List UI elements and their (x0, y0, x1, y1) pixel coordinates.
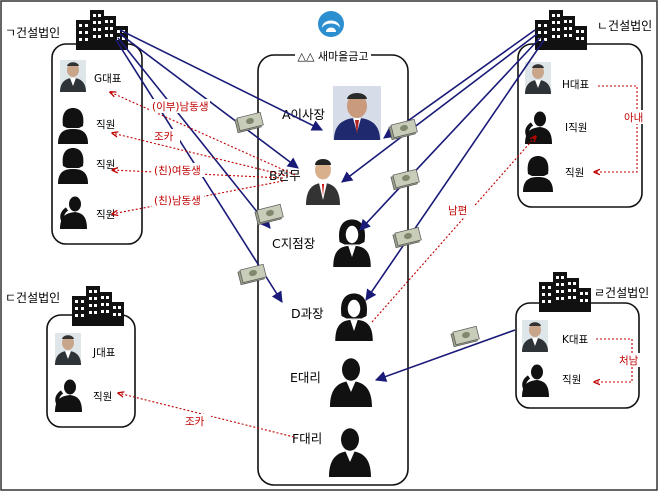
h-ceo-photo-icon (525, 62, 551, 94)
corp-g-name: ㄱ건설법인 (5, 26, 60, 40)
arrow-g-to-a (119, 29, 324, 131)
corp-j-name: ㄷ건설법인 (5, 291, 60, 305)
j-member-0: J대표 (92, 347, 116, 359)
line-h-to-wife (594, 85, 638, 172)
h-member-1: I직원 (565, 122, 587, 134)
k-ceo-photo-icon (522, 320, 548, 352)
relation-wife: 아내 (624, 112, 643, 124)
corp-h-name: ㄴ건설법인 (597, 19, 652, 33)
a-executive-photo-icon (333, 86, 381, 140)
arrow-k-to-e (374, 329, 516, 382)
j-ceo-photo-icon (55, 333, 81, 365)
line-b-to-g-ceo (110, 92, 296, 176)
cash-bundle-icon (392, 226, 422, 249)
relation-g1: (이부)남동생 (152, 101, 209, 113)
cash-bundle-icon (254, 203, 284, 226)
corp-j-box (46, 286, 136, 428)
cash-bundle-icon (234, 111, 264, 134)
relation-brother-in-law: 처남 (619, 355, 639, 367)
person-b-label: B전무 (269, 168, 301, 183)
money-flow-arrows (115, 29, 545, 382)
b-businessman-icon (306, 159, 340, 205)
k-member-0: K대표 (562, 334, 589, 346)
h-member-2: 직원 (565, 167, 584, 179)
corp-g-box (51, 10, 143, 245)
corp-k-name: ㄹ건설법인 (594, 286, 649, 300)
relation-nephew: 조카 (185, 416, 205, 428)
relation-g4: (친)남동생 (154, 195, 201, 207)
f-man-silhouette-icon (329, 428, 371, 477)
building-icon (539, 272, 591, 312)
corp-h-box (517, 10, 643, 208)
g-member-0: G대표 (94, 73, 122, 85)
person-c-label: C지점장 (272, 236, 316, 251)
e-man-silhouette-icon (330, 358, 372, 407)
arrow-h-to-b (341, 33, 538, 183)
building-icon (535, 10, 587, 50)
cash-bundle-icon (237, 263, 267, 286)
mg-logo-icon (318, 11, 344, 37)
relation-g2: 조카 (154, 131, 174, 143)
j-member-1: 직원 (93, 391, 112, 403)
relation-g3: (친)여동생 (154, 165, 201, 177)
line-b-to-g-staff3 (112, 180, 284, 214)
arrow-h-to-d (365, 39, 545, 301)
arrow-h-to-c (359, 37, 541, 231)
g-member-3: 직원 (96, 209, 115, 221)
person-a-label: A이사장 (282, 107, 326, 122)
center-title: △△ 새마을금고 (297, 50, 368, 63)
cash-bundle-icon (390, 168, 420, 191)
c-businesswoman-icon (333, 219, 371, 267)
person-e-label: E대리 (290, 370, 321, 385)
person-d-label: D과장 (291, 306, 324, 321)
g-member-2: 직원 (96, 159, 115, 171)
arrow-h-to-a (383, 29, 536, 139)
line-d-to-i-husband (371, 136, 536, 323)
h-member-0: H대표 (562, 79, 590, 91)
g-ceo-photo-icon (60, 60, 86, 92)
building-icon (72, 286, 124, 326)
d-businesswoman-icon (335, 293, 373, 341)
corp-k-box (515, 272, 640, 409)
k-member-1: 직원 (562, 374, 581, 386)
g-member-1: 직원 (96, 119, 115, 131)
cash-bundle-icon (388, 118, 418, 141)
person-f-label: F대리 (292, 431, 322, 446)
arrow-g-to-c (117, 37, 271, 229)
relation-husband: 남편 (448, 204, 467, 217)
